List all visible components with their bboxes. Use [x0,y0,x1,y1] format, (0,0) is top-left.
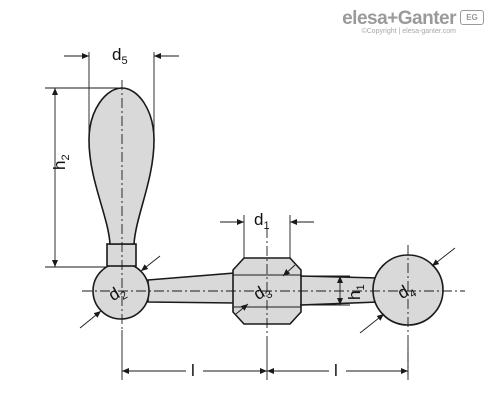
label-h2: h2 [50,154,72,170]
dim-d2-lower [79,310,102,329]
dim-d4-lower [359,313,385,334]
label-d1: d1 [254,210,270,232]
dim-d4-upper [431,247,456,267]
dim-d3-lower [235,303,249,315]
extension-lines [45,52,409,380]
label-l-left: l [191,361,195,380]
dim-d2-upper [140,255,161,272]
arm-left [147,272,236,304]
dimension-lines [52,53,456,374]
brand-logo-icon: EG [460,10,484,25]
brand-copyright: ©Copyright | elesa-ganter.com [361,28,456,35]
label-h1: h1 [345,284,367,300]
dim-d3-upper [282,264,296,277]
brand-name: elesa+Ganter [342,8,456,29]
brand-watermark: elesa+Ganter ©Copyright | elesa-ganter.c… [342,8,484,35]
label-d5: d5 [112,45,128,67]
oval-grip [88,87,155,245]
grip-collar [106,243,137,267]
label-l-right: l [334,361,338,380]
